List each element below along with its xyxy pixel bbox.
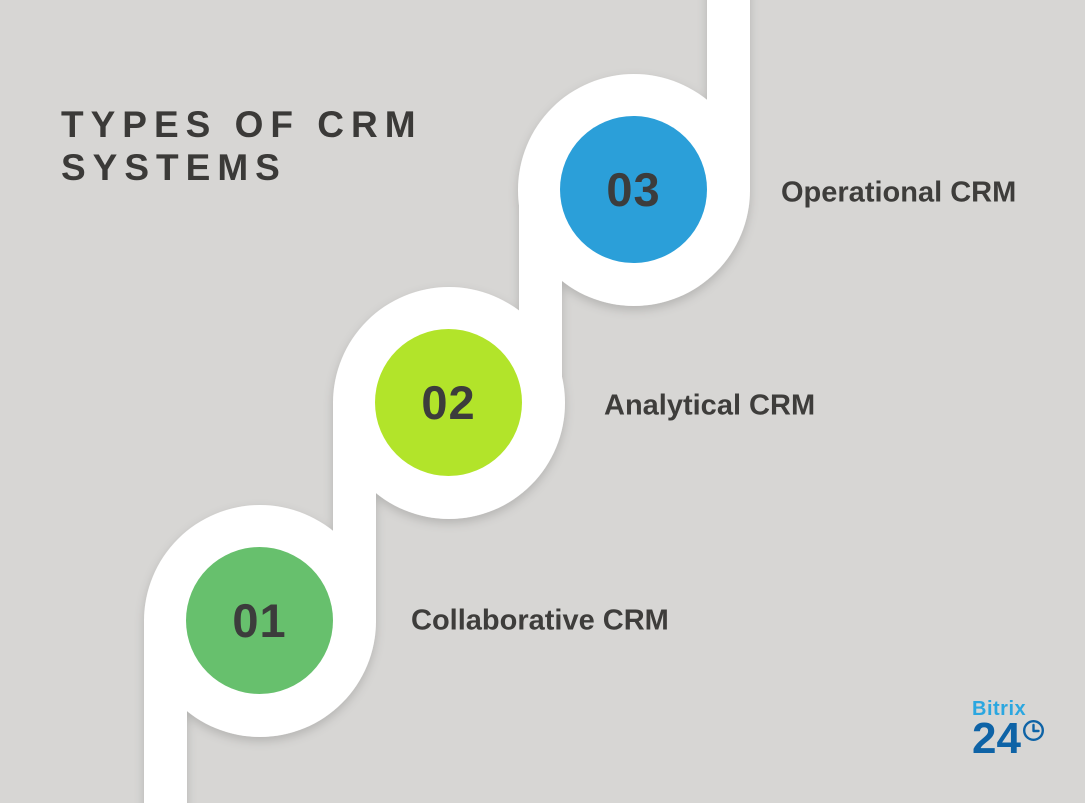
step-circle-02: 02	[375, 329, 522, 476]
clock-icon	[1022, 719, 1044, 742]
bitrix24-logo: Bitrix 24	[972, 698, 1045, 763]
logo-24-text: 24	[972, 714, 1021, 763]
step-number-01: 01	[232, 594, 287, 647]
step-circle-03: 03	[560, 116, 707, 263]
step-label-analytical-crm: Analytical CRM	[604, 389, 816, 422]
page-title: TYPES OF CRM SYSTEMS	[61, 104, 423, 188]
step-label-operational-crm: Operational CRM	[781, 176, 1017, 209]
logo-bitrix-text: Bitrix	[972, 698, 1027, 720]
step-number-02: 02	[421, 376, 476, 429]
step-circle-01: 01	[186, 547, 333, 694]
step-label-collaborative-crm: Collaborative CRM	[411, 604, 669, 637]
step-number-03: 03	[606, 163, 661, 216]
path-bar-bottom	[144, 619, 187, 803]
